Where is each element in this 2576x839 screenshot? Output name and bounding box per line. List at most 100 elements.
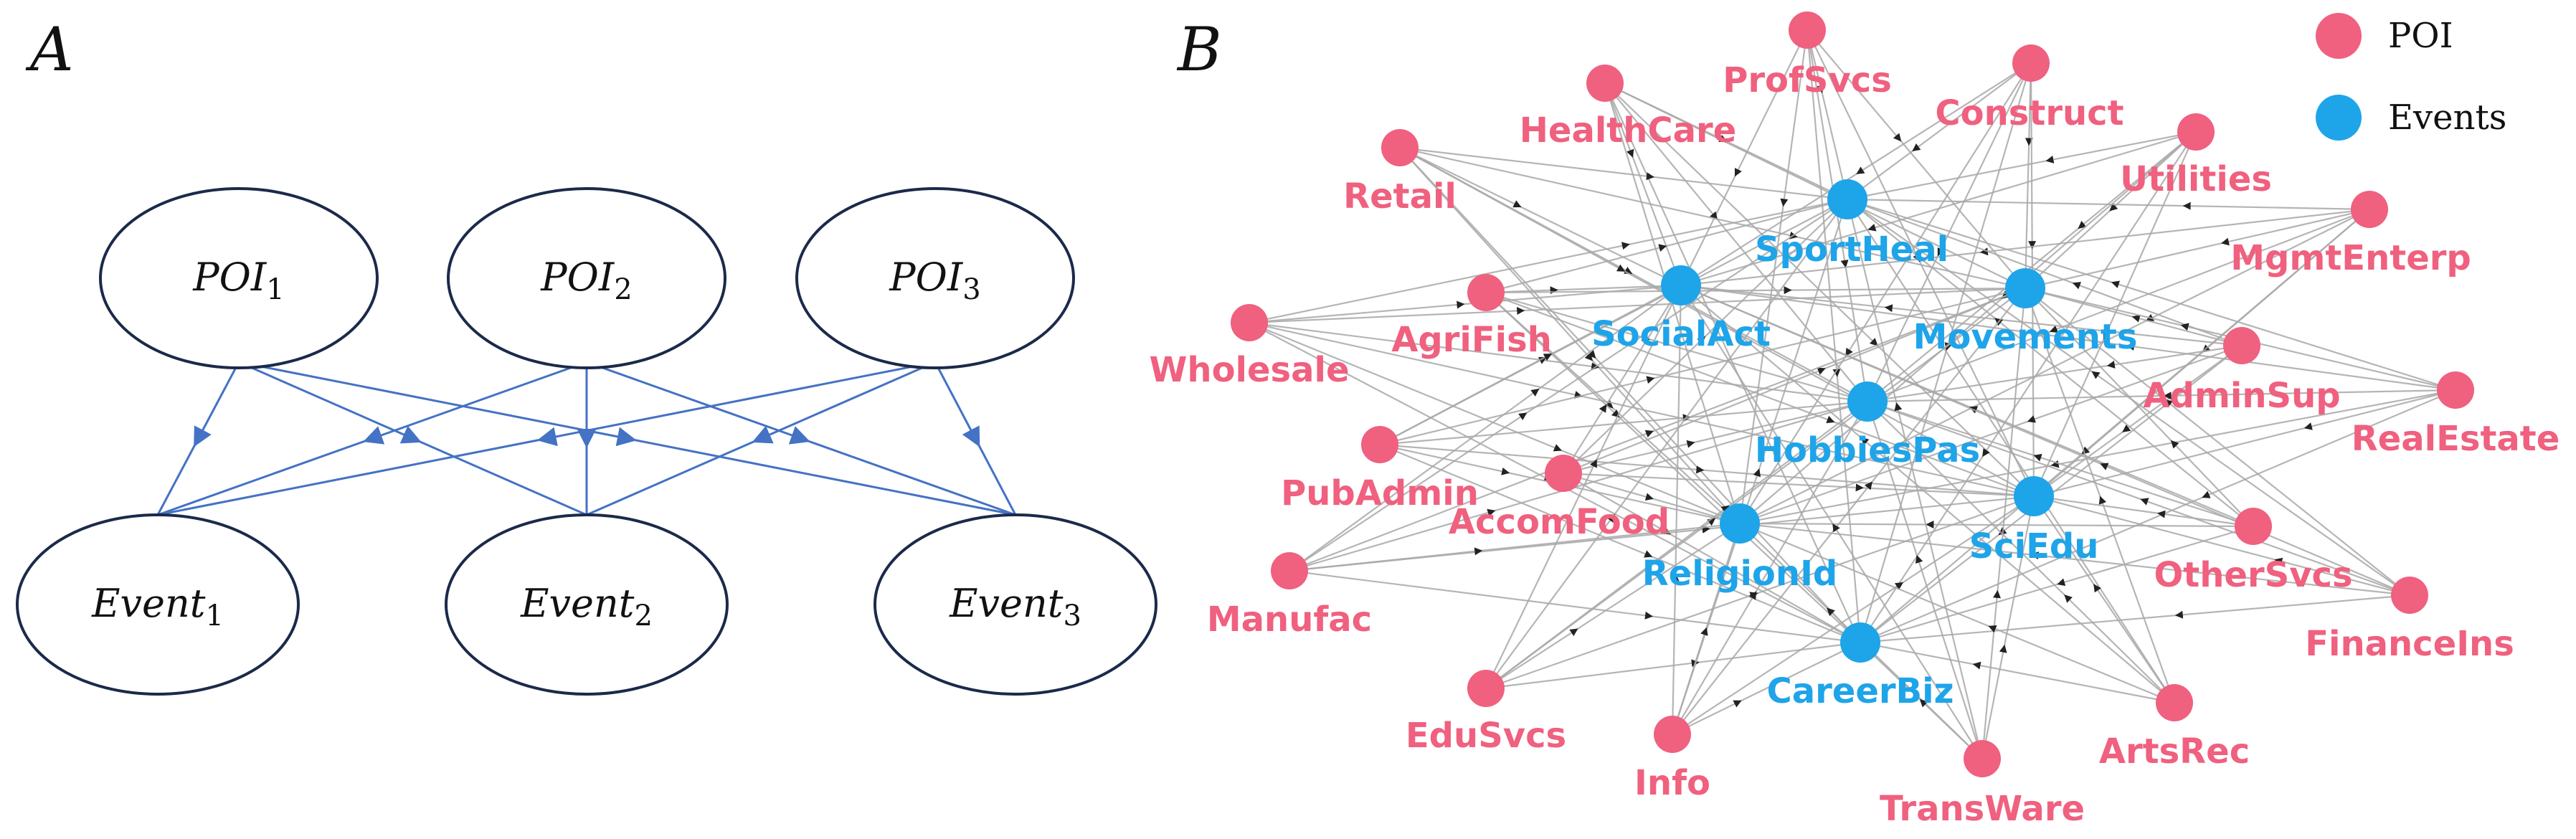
poi-node-othersvcs-label: OtherSvcs	[2154, 555, 2352, 595]
event-node-sportheal: SportHeal	[1755, 179, 1948, 270]
event-node-socialact-dot	[1661, 265, 1701, 305]
event-node-religionid-label: ReligionId	[1642, 554, 1838, 594]
network-edge	[1289, 199, 1848, 572]
network-edge	[1604, 82, 1868, 402]
network-edge	[1867, 400, 2410, 597]
network-edge	[1249, 284, 1682, 324]
network-edge	[1847, 199, 2410, 596]
poi-node-realestate: RealEstate	[2352, 371, 2560, 459]
network-edge	[1485, 286, 2026, 295]
network-edge	[1680, 208, 2370, 287]
poi-node-construct-label: Construct	[1935, 93, 2123, 133]
network-edge	[1867, 389, 2456, 403]
network-edge	[1672, 496, 2035, 735]
event-node-sciedu-dot	[2014, 476, 2054, 516]
poi-node-accomfood: AccomFood	[1449, 455, 1670, 542]
poi-node-transware: TransWare	[1880, 740, 2085, 829]
event3-node: Event3	[873, 513, 1157, 696]
network-edge	[1289, 569, 1861, 644]
event-node-movements: Movements	[1913, 268, 2138, 357]
poi-node-wholesale: Wholesale	[1149, 304, 1350, 390]
poi-node-profsvcs: ProfSvcs	[1723, 11, 1892, 100]
network-edge	[1680, 285, 2175, 703]
panel-b-letter: B	[1176, 14, 1222, 85]
panel-a-edge-1-3	[238, 361, 1016, 516]
poi3-subscript: 3	[962, 273, 980, 306]
network-edge	[1563, 199, 1848, 474]
event-node-socialact-label: SocialAct	[1591, 314, 1771, 354]
poi1-subscript: 1	[266, 273, 284, 306]
network-edge	[1399, 146, 1848, 201]
network-edge	[2033, 495, 2410, 597]
poi-node-adminsup-label: AdminSup	[2143, 376, 2340, 416]
poi-node-healthcare: HealthCare	[1520, 65, 1736, 151]
network-edge	[1289, 287, 2026, 572]
poi-node-healthcare-dot	[1586, 65, 1624, 102]
poi-node-mgmtenterp-dot	[2351, 191, 2388, 228]
poi-node-edusvcs-dot	[1467, 670, 1505, 707]
event-node-sciedu: SciEdu	[1969, 476, 2099, 567]
network-edge	[1604, 82, 2035, 497]
network-edge	[1671, 523, 1741, 735]
network-edge	[1867, 208, 2370, 403]
poi-node-manufac-dot	[1271, 552, 1308, 589]
network-edge	[1847, 62, 2032, 200]
event-node-careerbiz: CareerBiz	[1766, 622, 1954, 711]
network-edge	[1563, 400, 1868, 475]
legend: POI Events	[2316, 13, 2506, 141]
network-edge	[1739, 522, 2410, 597]
network-edge	[1485, 199, 1848, 689]
poi-node-info-label: Info	[1634, 763, 1710, 803]
network-edge	[1981, 288, 2027, 759]
network-edge	[1739, 522, 2175, 704]
poi1-name: POI	[192, 255, 267, 300]
poi-node-manufac: Manufac	[1207, 552, 1372, 640]
network-edge	[1806, 29, 2026, 289]
network-edge	[1867, 344, 2243, 403]
network-edge	[1860, 389, 2456, 644]
poi-node-realestate-dot	[2437, 371, 2474, 409]
network-edge	[1739, 389, 2456, 525]
poi-node-edusvcs-label: EduSvcs	[1406, 716, 1566, 756]
network-edge	[1680, 284, 2410, 597]
poi3-node: POI3	[795, 187, 1075, 369]
network-edge	[1739, 344, 2243, 525]
network-edge	[1379, 443, 1741, 525]
poi-node-utilities-dot	[2177, 113, 2215, 151]
poi-node-pubadmin: PubAdmin	[1281, 426, 1479, 513]
network-edge	[1563, 472, 2035, 498]
poi-node-info: Info	[1634, 716, 1710, 803]
poi-node-manufac-label: Manufac	[1207, 599, 1372, 640]
network-edge	[1860, 131, 2197, 643]
event-node-movements-label: Movements	[1913, 317, 2138, 357]
panel-a-edges	[156, 361, 1017, 516]
network-edge	[1806, 29, 1849, 200]
panel-b: B POI Events ProfSvcs HealthCare Constru…	[1149, 11, 2560, 829]
network-edge	[1860, 594, 2410, 644]
network-edge	[2033, 495, 2254, 528]
poi-node-mgmtenterp: MgmtEnterp	[2230, 191, 2471, 278]
network-edge	[1672, 642, 1861, 735]
network-edge	[1485, 401, 1868, 689]
panel-a: A POI1 POI2 POI3 Event1 Event2 Event3	[16, 14, 1157, 696]
network-edge	[1739, 209, 2370, 524]
event3-label: Event3	[949, 581, 1081, 632]
panel-a-edge-2-1	[157, 361, 587, 516]
poi-node-accomfood-dot	[1545, 455, 1582, 492]
event-node-religionid-dot	[1720, 503, 1760, 544]
network-edge	[1485, 285, 1682, 689]
event-node-hobbiespas-label: HobbiesPas	[1755, 430, 1980, 470]
poi-node-utilities-label: Utilities	[2120, 159, 2272, 199]
event-node-sciedu-label: SciEdu	[1969, 526, 2099, 567]
legend-poi-swatch	[2316, 13, 2362, 59]
network-edge	[2033, 345, 2243, 497]
poi-node-utilities: Utilities	[2120, 113, 2272, 199]
event3-ellipse	[873, 513, 1157, 696]
network-edge	[2032, 131, 2197, 497]
event2-node: Event2	[445, 513, 729, 696]
event-node-careerbiz-dot	[1840, 622, 1880, 663]
network-edge	[1860, 641, 2175, 704]
network-edge	[2025, 287, 2456, 392]
network-edge	[2025, 287, 2243, 347]
network-edge	[2024, 62, 2033, 289]
